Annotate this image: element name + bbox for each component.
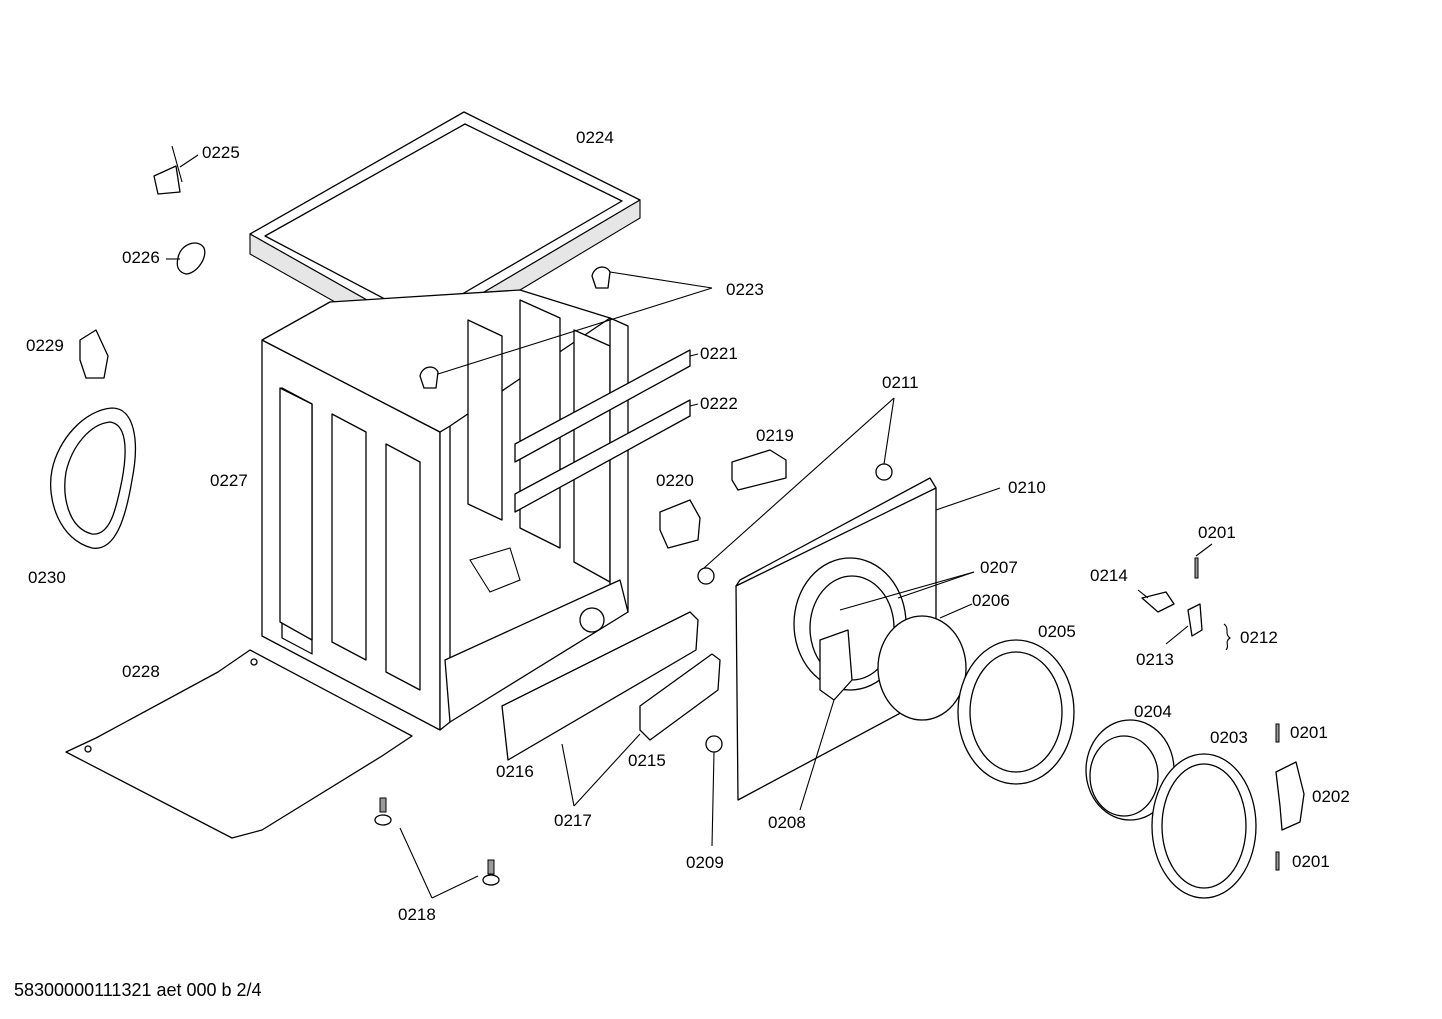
part-0229-bracket bbox=[79, 329, 109, 379]
part-0204-door-inner bbox=[1085, 719, 1175, 821]
part-0223-foot-lower bbox=[419, 366, 439, 389]
label-0226: 0226 bbox=[122, 248, 160, 267]
label-0206: 0206 bbox=[972, 591, 1010, 610]
part-0210-front-panel bbox=[735, 477, 937, 801]
part-0206-glass bbox=[877, 615, 967, 721]
part-0227-cabinet bbox=[261, 289, 629, 731]
drawing-reference-number: 58300000111321 aet 000 b 2/4 bbox=[14, 980, 262, 1000]
part-0218-screw-b bbox=[482, 859, 500, 886]
part-0220-lock bbox=[659, 499, 701, 549]
part-0211-clip-b bbox=[875, 463, 893, 481]
label-0215: 0215 bbox=[628, 751, 666, 770]
part-0216-kick-panel bbox=[501, 611, 699, 761]
label-0204: 0204 bbox=[1134, 702, 1172, 721]
part-labels: 0201 0201 0201 0202 0203 0204 0205 0206 … bbox=[26, 128, 1350, 924]
label-0223: 0223 bbox=[726, 280, 764, 299]
part-0201-pins bbox=[1194, 557, 1280, 871]
label-0212: 0212 bbox=[1240, 628, 1278, 647]
label-0202: 0202 bbox=[1312, 787, 1350, 806]
label-0214: 0214 bbox=[1090, 566, 1128, 585]
label-0203: 0203 bbox=[1210, 728, 1248, 747]
label-0228: 0228 bbox=[122, 662, 160, 681]
part-0218-screw-a bbox=[374, 797, 392, 826]
label-0225: 0225 bbox=[202, 143, 240, 162]
label-0218: 0218 bbox=[398, 905, 436, 924]
part-0225-clip bbox=[153, 145, 183, 195]
part-0223-foot-upper bbox=[591, 266, 611, 289]
label-0224: 0224 bbox=[576, 128, 614, 147]
part-0215-flap bbox=[639, 653, 721, 741]
label-0209: 0209 bbox=[686, 853, 724, 872]
part-0209-screw bbox=[705, 735, 723, 753]
label-0201-top: 0201 bbox=[1198, 523, 1236, 542]
part-0203-door-outer bbox=[1151, 753, 1257, 899]
label-0213: 0213 bbox=[1136, 650, 1174, 669]
part-0202-handle bbox=[1275, 761, 1305, 831]
label-0207: 0207 bbox=[980, 558, 1018, 577]
part-0224-top-cover bbox=[249, 111, 641, 351]
part-0221-rail bbox=[514, 349, 691, 463]
part-0226-cap bbox=[176, 242, 206, 275]
label-0205: 0205 bbox=[1038, 622, 1076, 641]
part-0228-base-plate bbox=[65, 649, 413, 839]
part-0230-seal bbox=[50, 407, 137, 549]
label-0227: 0227 bbox=[210, 471, 248, 490]
label-0217: 0217 bbox=[554, 811, 592, 830]
label-0222: 0222 bbox=[700, 394, 738, 413]
leader-lines bbox=[166, 154, 1213, 899]
label-0216: 0216 bbox=[496, 762, 534, 781]
label-0210: 0210 bbox=[1008, 478, 1046, 497]
part-0214-hinge bbox=[1141, 591, 1175, 613]
label-0201-bottom: 0201 bbox=[1292, 852, 1330, 871]
label-0211: 0211 bbox=[882, 373, 919, 392]
part-0213-hinge-plate bbox=[1187, 603, 1203, 637]
part-0205-door-ring bbox=[957, 639, 1075, 785]
label-0201-middle: 0201 bbox=[1290, 723, 1328, 742]
part-0211-clip-a bbox=[697, 567, 715, 585]
label-0220: 0220 bbox=[656, 471, 694, 490]
part-0222-rail bbox=[514, 399, 691, 513]
label-0221: 0221 bbox=[700, 344, 738, 363]
label-0219: 0219 bbox=[756, 426, 794, 445]
part-0212-spring bbox=[1223, 623, 1231, 651]
label-0229: 0229 bbox=[26, 336, 64, 355]
part-0219-block bbox=[731, 449, 787, 491]
label-0230: 0230 bbox=[28, 568, 66, 587]
label-0208: 0208 bbox=[768, 813, 806, 832]
